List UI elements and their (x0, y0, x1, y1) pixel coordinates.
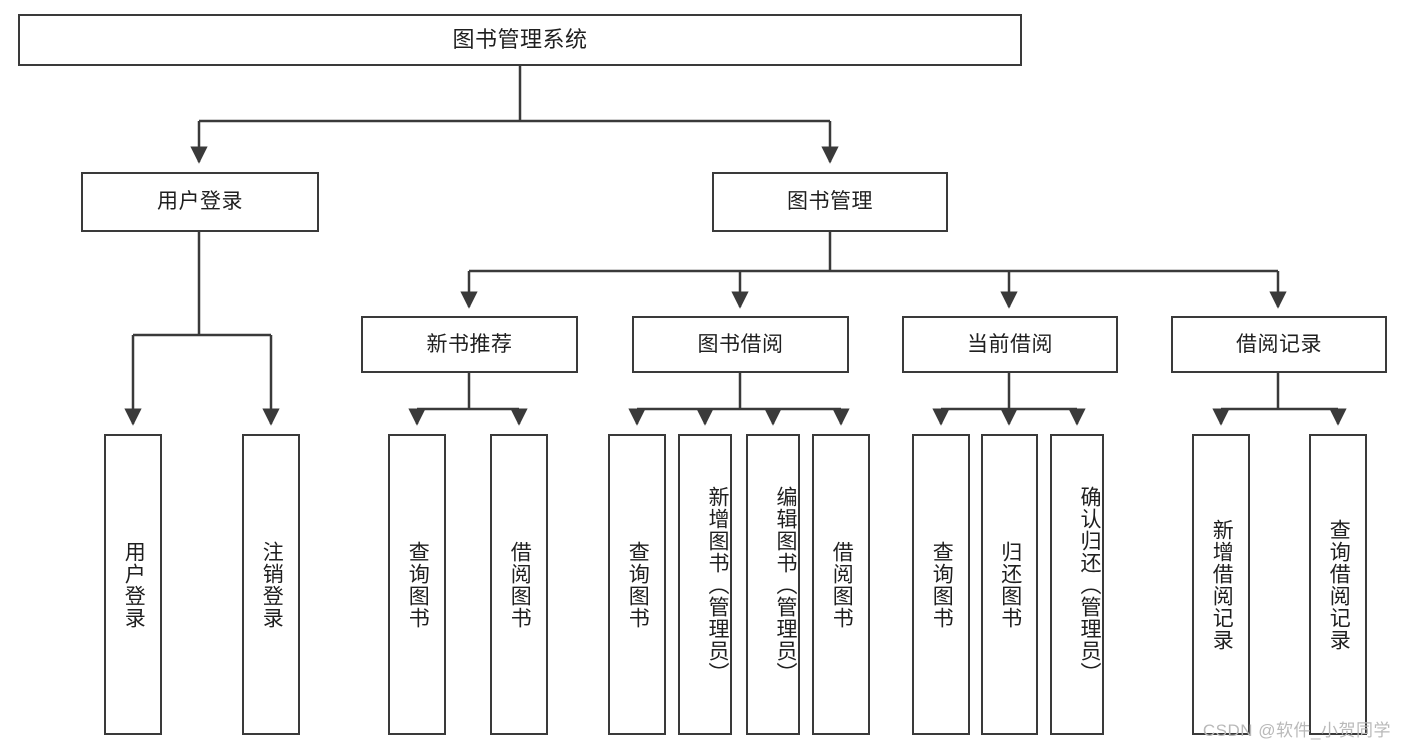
node-root[interactable]: 图书管理系统 (18, 14, 1022, 66)
node-borrow-record[interactable]: 借阅记录 (1171, 316, 1387, 373)
node-current-borrow[interactable]: 当前借阅 (902, 316, 1118, 373)
leaf-query-book-borrow[interactable]: 查询图书 (608, 434, 666, 735)
leaf-add-book-admin[interactable]: 新增图书（管理员） (678, 434, 732, 735)
node-book-borrow[interactable]: 图书借阅 (632, 316, 849, 373)
leaf-borrow-book-recommend[interactable]: 借阅图书 (490, 434, 548, 735)
leaf-borrow-book-borrow[interactable]: 借阅图书 (812, 434, 870, 735)
leaf-query-book-recommend[interactable]: 查询图书 (388, 434, 446, 735)
node-new-book-recommend[interactable]: 新书推荐 (361, 316, 578, 373)
csdn-watermark: CSDN @软件_小贺同学 (1202, 721, 1391, 740)
leaf-query-borrow-record[interactable]: 查询借阅记录 (1309, 434, 1367, 735)
leaf-query-book-current[interactable]: 查询图书 (912, 434, 970, 735)
leaf-confirm-return-admin[interactable]: 确认归还（管理员） (1050, 434, 1104, 735)
leaf-logout-login[interactable]: 注销登录 (242, 434, 300, 735)
leaf-user-login[interactable]: 用户登录 (104, 434, 162, 735)
node-user-login[interactable]: 用户登录 (81, 172, 319, 232)
node-book-manage[interactable]: 图书管理 (712, 172, 948, 232)
leaf-return-book[interactable]: 归还图书 (981, 434, 1038, 735)
leaf-edit-book-admin[interactable]: 编辑图书（管理员） (746, 434, 800, 735)
leaf-add-borrow-record[interactable]: 新增借阅记录 (1192, 434, 1250, 735)
